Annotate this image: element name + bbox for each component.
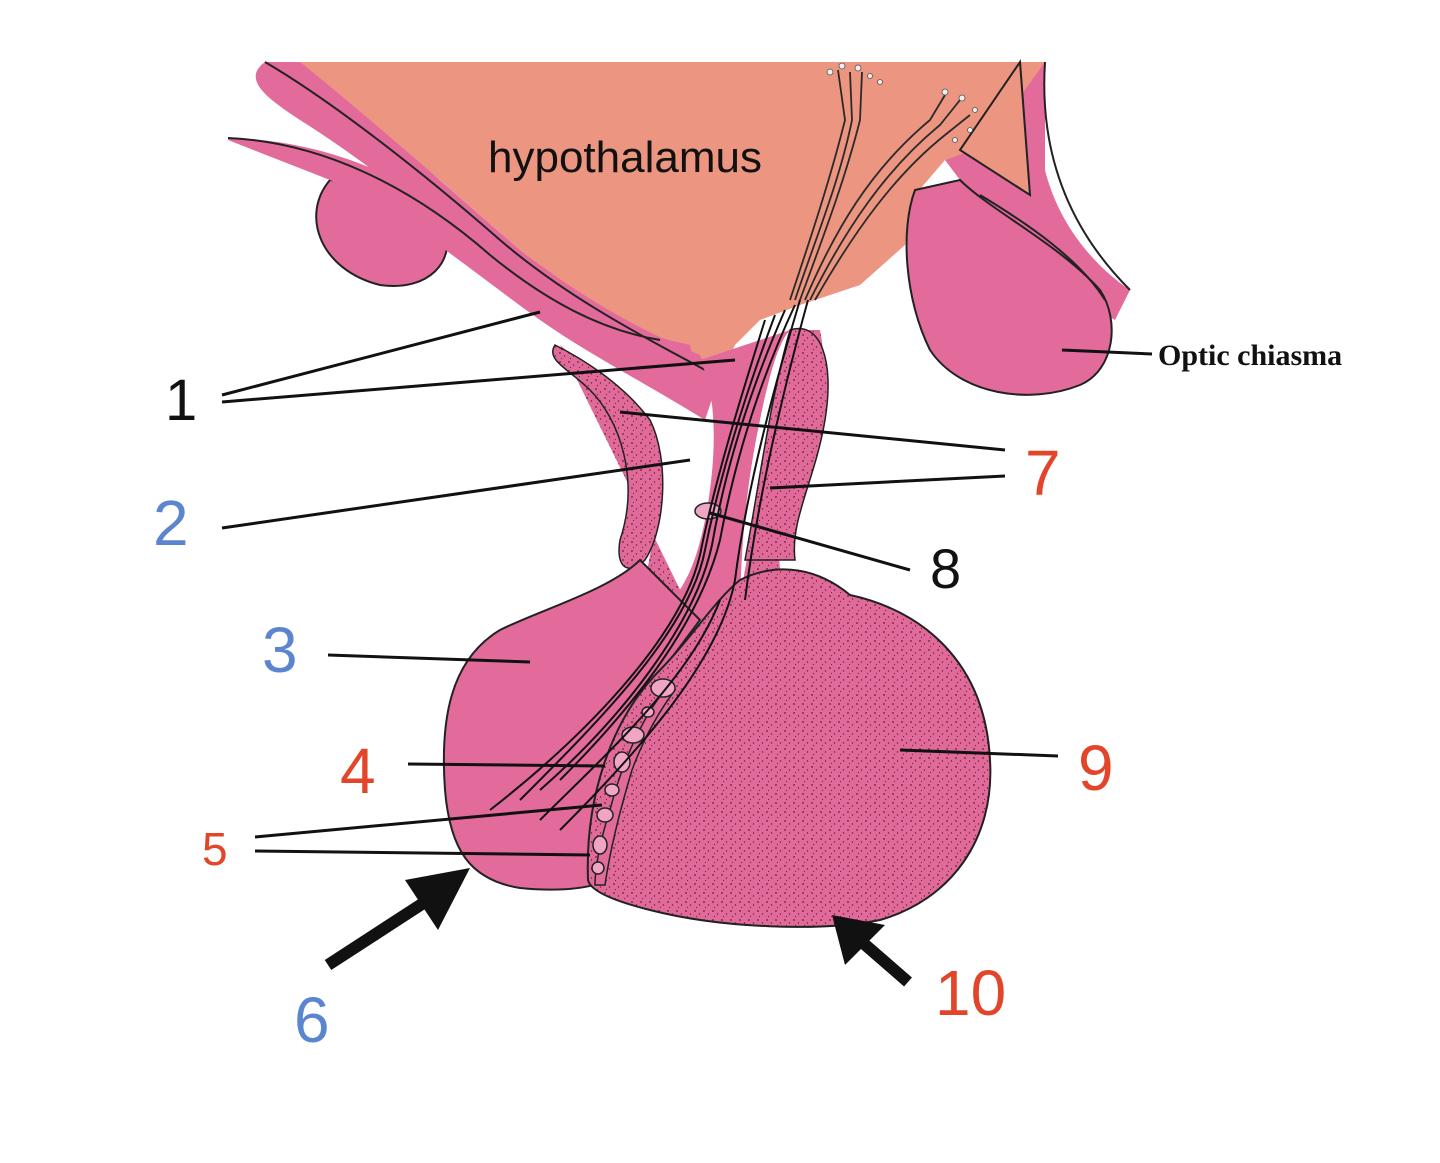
label-10: 10 <box>935 957 1006 1029</box>
chiasma-inner-line <box>979 194 1106 301</box>
floor-band-top <box>255 62 715 420</box>
label-9: 9 <box>1078 732 1114 804</box>
hypothalamus-region <box>300 62 1045 390</box>
label-3: 3 <box>262 614 298 686</box>
label-2: 2 <box>153 487 189 559</box>
right-outline <box>1043 61 1131 291</box>
label-7: 7 <box>1025 437 1061 509</box>
nerve-fibres <box>489 299 809 831</box>
label-8: 8 <box>930 537 961 600</box>
arrow-6 <box>324 868 470 971</box>
floor-band-left <box>228 138 705 420</box>
optic-chiasma-label: Optic chiasma <box>1158 339 1342 372</box>
hypothalamic-fibres <box>789 69 971 301</box>
fibre-end-dots <box>826 62 978 143</box>
optic-chiasma-lobe <box>905 178 1113 396</box>
floor-outline-left <box>227 137 661 341</box>
label-4: 4 <box>340 735 376 807</box>
recess-triangle <box>958 59 1032 197</box>
leader-lines <box>221 310 1153 857</box>
label-1: 1 <box>165 368 197 433</box>
label-5: 5 <box>202 823 228 875</box>
label-6: 6 <box>294 984 330 1056</box>
posterior-lobe <box>442 558 702 891</box>
arrow-10 <box>832 915 912 987</box>
floor-band-right <box>945 62 1130 320</box>
hypothalamus-label: hypothalamus <box>488 133 762 182</box>
